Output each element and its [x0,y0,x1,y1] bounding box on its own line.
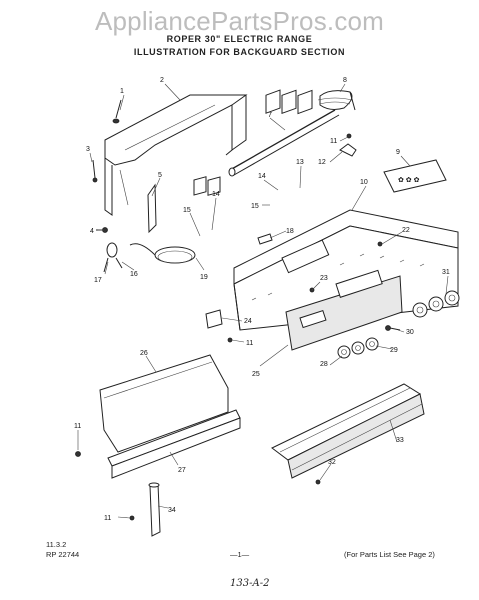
callout-22: 22 [402,227,410,234]
part-33-trim-strip [271,383,425,479]
footer-note: (For Parts List See Page 2) [344,550,435,559]
part-18-clip [257,233,273,245]
callout-3: 3 [86,146,90,153]
callout-8: 8 [343,77,347,84]
callout-9: 9 [396,149,400,156]
part-28-29-knobs [337,337,379,359]
callout-32: 32 [328,459,336,466]
callout-12: 12 [318,159,326,166]
callout-7: 7 [268,112,272,119]
diagram-title: ROPER 30" ELECTRIC RANGE [166,34,313,44]
part-31-knobs [412,290,460,318]
part-3-clip [92,159,98,183]
callout-numbers: 1 2 3 4 5 7 8 9 10 11 12 13 14 15 14 15 … [74,77,450,522]
callout-16: 16 [130,271,138,278]
part-24-plate [205,309,223,329]
callout-19: 19 [200,274,208,281]
callout-30: 30 [406,329,414,336]
part-12-bracket [339,143,357,157]
part-1-screw [112,99,122,124]
watermark: AppliancePartsPros.com [94,6,385,36]
callout-13: 13 [296,159,304,166]
part-26-rear-panel [99,354,229,453]
part-5-bracket [147,183,157,234]
part-34-bracket [129,482,161,537]
callout-1: 1 [120,88,124,95]
part-30-screw [385,325,401,331]
part-16-17-switch [103,242,123,273]
part-32-screw [315,479,321,485]
callout-33: 33 [396,437,404,444]
part-8-terminal-block [317,90,356,111]
diagram-subtitle: ILLUSTRATION FOR BACKGUARD SECTION [133,47,346,57]
callout-28: 28 [320,361,328,368]
footer-code-2: RP 22744 [46,550,80,559]
footer-code-1: 11.3.2 [46,540,67,549]
part-11-screw-bottom [75,451,81,457]
part-22-screw [377,241,383,247]
part-13-14-15-switches [265,89,313,115]
callout-11a: 11 [330,138,337,145]
callout-15: 15 [251,203,259,210]
callout-29: 29 [390,347,398,354]
callout-4: 4 [90,228,94,235]
callout-17: 17 [94,277,102,284]
part-25-control-panel [285,269,403,351]
callout-11c: 11 [104,515,111,522]
callout-34: 34 [168,507,176,514]
handwritten-code: 133-A-2 [230,578,270,589]
part-14-15-left-switches [193,176,221,196]
callout-25: 25 [252,371,260,378]
part-11-screw-mid [227,337,233,343]
part-27-bottom-trim [107,409,241,479]
footer-page-number: —1— [230,550,250,559]
callout-18: 18 [286,228,294,235]
callout-23: 23 [320,275,328,282]
part-2-rear-bracket [104,94,248,216]
callout-10: 10 [360,179,368,186]
callout-2: 2 [160,77,164,84]
callout-15b: 15 [183,207,191,214]
callout-27: 27 [178,467,186,474]
callout-5: 5 [158,172,162,179]
part-7-rod [228,109,340,177]
callout-14b: 14 [212,191,220,198]
part-19-wiring [129,243,196,264]
callout-24: 24 [244,318,252,325]
callout-11d: 11 [74,423,81,430]
callout-11b: 11 [246,340,253,347]
callout-26: 26 [140,350,148,357]
leader-lines [77,83,449,519]
callout-31: 31 [442,269,450,276]
callout-14: 14 [258,173,266,180]
svg-text:✿ ✿ ✿: ✿ ✿ ✿ [398,177,420,184]
part-9-nameplate: ✿ ✿ ✿ [383,159,447,193]
